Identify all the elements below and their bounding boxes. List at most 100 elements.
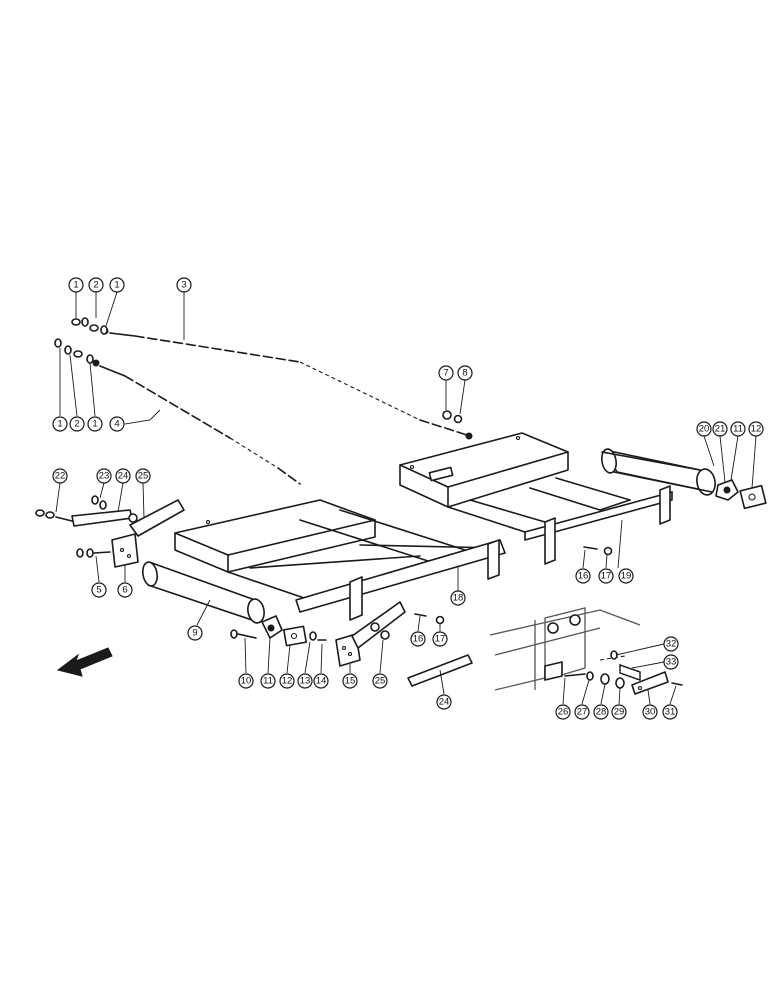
- callout-11-bottom: 11: [260, 673, 276, 689]
- callout-21: 21: [712, 421, 728, 437]
- callout-6: 6: [117, 582, 133, 598]
- callout-20: 20: [696, 421, 712, 437]
- callout-23: 23: [96, 468, 112, 484]
- chain-rod-4: [92, 359, 301, 485]
- callout-5: 5: [91, 582, 107, 598]
- callout-32: 32: [663, 636, 679, 652]
- callout-12-top: 12: [748, 421, 764, 437]
- svg-text:31: 31: [665, 707, 676, 718]
- tube-9: [141, 561, 265, 624]
- callout-19: 19: [618, 568, 634, 584]
- svg-text:1: 1: [114, 280, 119, 291]
- svg-text:1: 1: [57, 419, 62, 430]
- svg-text:32: 32: [666, 639, 677, 650]
- callout-27: 27: [574, 704, 590, 720]
- callout-29: 29: [611, 704, 627, 720]
- callout-16-mid: 16: [410, 631, 426, 647]
- front-frame: [174, 499, 506, 621]
- callout-17-mid: 17: [432, 631, 448, 647]
- callout-31: 31: [662, 704, 678, 720]
- svg-text:12: 12: [282, 676, 293, 687]
- svg-text:10: 10: [241, 676, 252, 687]
- hardware-25-16-17: [370, 546, 613, 640]
- svg-text:22: 22: [55, 471, 66, 482]
- bearing-21-11: [715, 479, 739, 501]
- callout-1-top-left-a: 1: [68, 277, 84, 293]
- svg-text:21: 21: [715, 424, 726, 435]
- callout-8: 8: [457, 365, 473, 381]
- svg-text:17: 17: [601, 571, 612, 582]
- svg-text:11: 11: [733, 424, 743, 435]
- callout-24-bottom: 24: [436, 694, 452, 710]
- svg-text:16: 16: [578, 571, 589, 582]
- svg-text:1: 1: [73, 280, 78, 291]
- svg-text:24: 24: [118, 471, 129, 482]
- svg-text:15: 15: [345, 676, 356, 687]
- callout-12-bottom: 12: [279, 673, 295, 689]
- callout-14: 14: [313, 673, 329, 689]
- svg-text:19: 19: [621, 571, 632, 582]
- svg-text:26: 26: [558, 707, 569, 718]
- callout-33: 33: [663, 654, 679, 670]
- detail-inset: [489, 607, 683, 695]
- svg-text:1: 1: [92, 419, 97, 430]
- callout-10: 10: [238, 673, 254, 689]
- svg-text:24: 24: [439, 697, 450, 708]
- tube-20: [600, 448, 716, 496]
- svg-text:4: 4: [114, 419, 119, 430]
- callout-24-top: 24: [115, 468, 131, 484]
- leader-lines: [55, 291, 757, 705]
- nuts-7-8: [442, 410, 463, 424]
- chain-rod-3: [101, 327, 473, 440]
- svg-text:18: 18: [453, 593, 464, 604]
- svg-text:27: 27: [577, 707, 588, 718]
- callout-25-top: 25: [135, 468, 151, 484]
- svg-text:8: 8: [462, 368, 467, 379]
- svg-text:7: 7: [443, 368, 448, 379]
- callout-3: 3: [176, 277, 192, 293]
- callout-7: 7: [438, 365, 454, 381]
- callout-11-top: 11: [730, 421, 746, 437]
- svg-text:28: 28: [596, 707, 607, 718]
- callout-18: 18: [450, 590, 466, 606]
- callout-28: 28: [593, 704, 609, 720]
- callout-30: 30: [642, 704, 658, 720]
- svg-text:12: 12: [751, 424, 762, 435]
- callout-1-left-c: 1: [52, 416, 68, 432]
- callout-17-right: 17: [598, 568, 614, 584]
- svg-text:11: 11: [263, 676, 273, 687]
- hardware-cluster-top-left: [54, 317, 108, 364]
- callout-13: 13: [297, 673, 313, 689]
- svg-text:14: 14: [316, 676, 327, 687]
- svg-text:29: 29: [614, 707, 625, 718]
- svg-text:9: 9: [192, 628, 197, 639]
- travel-direction-arrow-icon: [56, 647, 113, 677]
- callout-15: 15: [342, 673, 358, 689]
- callout-25-bottom: 25: [372, 673, 388, 689]
- svg-text:20: 20: [699, 424, 710, 435]
- svg-text:25: 25: [375, 676, 386, 687]
- rear-frame: [399, 432, 673, 565]
- svg-text:30: 30: [645, 707, 656, 718]
- callout-16-right: 16: [575, 568, 591, 584]
- svg-text:3: 3: [181, 280, 186, 291]
- svg-text:17: 17: [435, 634, 446, 645]
- svg-text:23: 23: [99, 471, 110, 482]
- hardware-22-25: [35, 495, 151, 527]
- callout-2-left-b: 2: [69, 416, 85, 432]
- bracket-6: [111, 499, 185, 568]
- callout-26: 26: [555, 704, 571, 720]
- svg-text:13: 13: [300, 676, 311, 687]
- callout-2-top-a: 2: [88, 277, 104, 293]
- bracket-15: [335, 601, 406, 667]
- callout-1-left-d: 1: [87, 416, 103, 432]
- hardware-10-14: [230, 615, 327, 647]
- bolt-5: [76, 548, 111, 558]
- svg-text:2: 2: [93, 280, 98, 291]
- callout-22: 22: [52, 468, 68, 484]
- svg-text:2: 2: [74, 419, 79, 430]
- svg-text:5: 5: [96, 585, 101, 596]
- callout-4: 4: [109, 416, 125, 432]
- svg-text:16: 16: [413, 634, 424, 645]
